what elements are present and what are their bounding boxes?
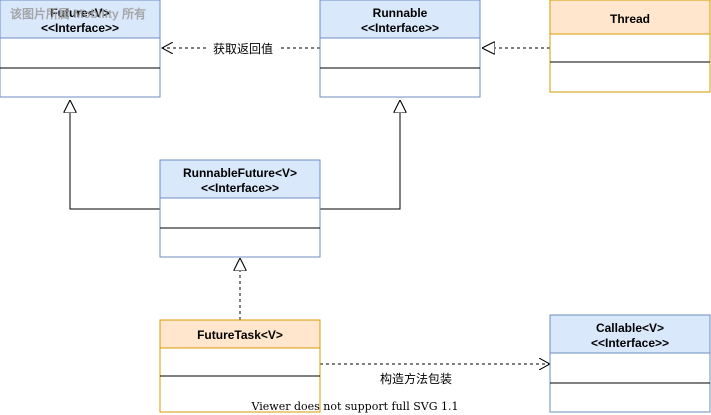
class-box-callable[interactable]: Callable<V> <<Interface>>	[549, 314, 711, 413]
relation-future-task-to-callable: 构造方法包装	[320, 364, 550, 386]
class-box-future-task[interactable]: FutureTask<V>	[159, 319, 321, 413]
class-stereotype-future: <<Interface>>	[41, 21, 119, 35]
class-box-runnable[interactable]: Runnable <<Interface>>	[319, 0, 481, 98]
class-box-thread[interactable]: Thread	[549, 0, 711, 93]
class-box-future[interactable]: Future<V> <<Interface>>	[0, 0, 161, 98]
relation-label-constructor-wrap: 构造方法包装	[380, 371, 452, 386]
svg-viewer-footer: Viewer does not support full SVG 1.1	[251, 400, 459, 413]
relation-runnable-future-extends-future	[70, 100, 160, 210]
class-stereotype-callable: <<Interface>>	[591, 336, 669, 350]
class-name-runnable: Runnable	[373, 6, 428, 20]
class-stereotype-runnable: <<Interface>>	[361, 21, 439, 35]
class-name-future-task: FutureTask<V>	[197, 328, 283, 342]
class-name-thread: Thread	[610, 12, 650, 26]
class-stereotype-runnable-future: <<Interface>>	[201, 181, 279, 195]
relation-runnable-future-extends-runnable	[320, 100, 400, 210]
class-name-callable: Callable<V>	[596, 321, 664, 335]
relation-label-get-return: 获取返回值	[213, 41, 273, 56]
class-name-future: Future<V>	[50, 6, 109, 20]
watermark: 该图片所属 Mobility 所有	[10, 6, 146, 21]
class-name-runnable-future: RunnableFuture<V>	[183, 166, 297, 180]
class-box-runnable-future[interactable]: RunnableFuture<V> <<Interface>>	[159, 159, 321, 258]
relation-runnable-to-future: 获取返回值	[162, 40, 320, 56]
